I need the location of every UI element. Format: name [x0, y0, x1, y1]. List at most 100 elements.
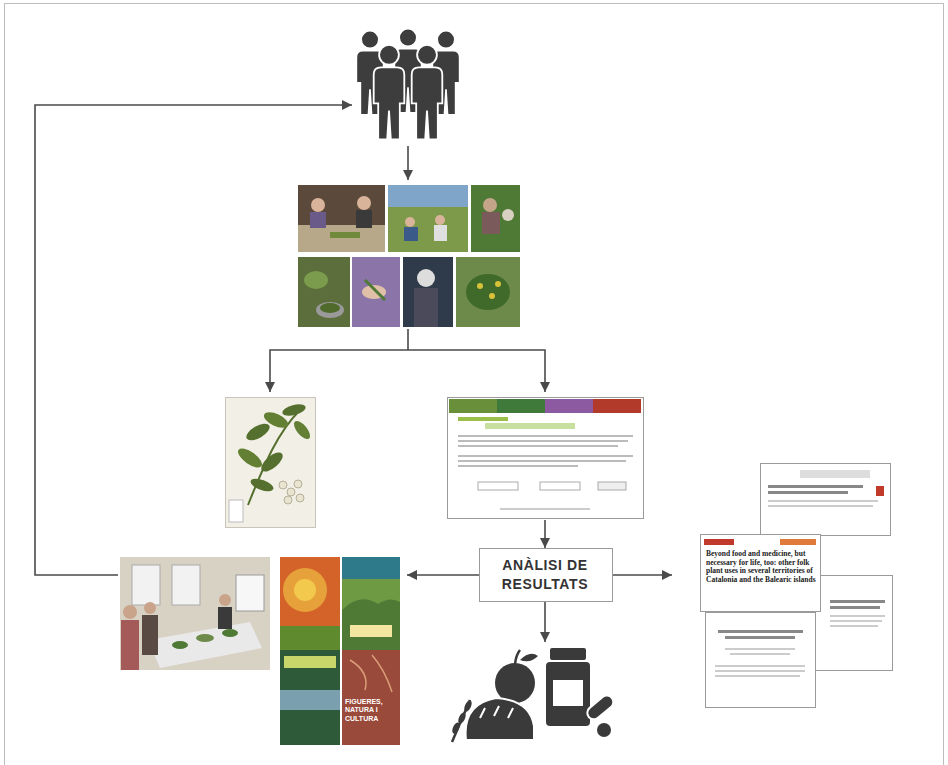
- database-website: [448, 398, 644, 519]
- paper-thumbnails: [830, 606, 880, 609]
- paper-thumbnails: [718, 630, 803, 633]
- paper-thumbnails: [701, 464, 893, 708]
- paper-thumbnails: [768, 485, 863, 488]
- workshop-photo: [148, 622, 262, 668]
- fieldwork-photos: [357, 196, 371, 210]
- paper-thumbnails: [768, 505, 873, 507]
- fieldwork-photos: [352, 257, 400, 327]
- database-website: [448, 398, 644, 519]
- herbarium-sheet: [226, 398, 316, 528]
- paper-thumbnails: [780, 539, 816, 545]
- fieldwork-photos: [483, 198, 497, 212]
- paper-thumbnails: [830, 620, 882, 622]
- fieldwork-photos: [298, 185, 385, 252]
- fieldwork-photos: [316, 302, 344, 318]
- database-website: [458, 435, 633, 467]
- book-covers: [280, 650, 340, 745]
- book-title: FIGUERES, NATURA I CULTURA: [345, 698, 398, 723]
- paper-thumbnails: [715, 670, 805, 672]
- database-website: [458, 460, 626, 462]
- database-website: [598, 482, 626, 490]
- paper-thumbnails: [768, 500, 878, 502]
- fieldwork-photos: [365, 280, 385, 300]
- workshop-photo: [120, 557, 270, 670]
- workshop-photo: [172, 641, 188, 649]
- database-website: [540, 482, 580, 490]
- book-covers: [294, 579, 316, 601]
- paper-thumbnails: [730, 653, 790, 655]
- herbarium-sheet: [235, 445, 265, 471]
- workshop-photo: [196, 634, 214, 642]
- box-label: ANÀLISI DE RESULTATS: [488, 556, 602, 594]
- fieldwork-photos: [298, 185, 520, 327]
- fieldwork-photos: [482, 212, 500, 234]
- flow-arrows: [35, 105, 352, 575]
- fieldwork-photos: [414, 288, 438, 327]
- process-box: ANÀLISI DE RESULTATS: [479, 548, 613, 602]
- fieldwork-photos: [495, 281, 501, 287]
- book-covers: [342, 557, 400, 650]
- herbarium-sheet: [279, 481, 287, 489]
- workshop-photo: [236, 575, 264, 611]
- fieldwork-photos: [388, 185, 468, 207]
- paper-thumbnails: [800, 470, 870, 478]
- database-website: [478, 482, 518, 490]
- herbarium-sheet: [287, 488, 295, 496]
- herbarium-sheet: [249, 476, 275, 494]
- flow-arrows: [270, 350, 408, 392]
- flow-arrow: [407, 574, 479, 576]
- fieldwork-photos: [304, 271, 328, 289]
- paper-thumbnails: [701, 535, 821, 612]
- fieldwork-photos: [298, 225, 385, 252]
- food-medicine-icon: [550, 648, 586, 660]
- fieldwork-photos: [456, 257, 520, 327]
- database-website: [485, 423, 575, 429]
- workshop-photo: [142, 615, 158, 655]
- database-website: [500, 508, 590, 510]
- food-medicine-icon: [585, 693, 616, 722]
- book-covers: [342, 557, 400, 579]
- database-website: [458, 465, 578, 467]
- fieldwork-photos: [403, 257, 453, 327]
- flow-arrow: [613, 574, 672, 576]
- paper-thumbnails: [706, 613, 816, 708]
- paper-thumbnails: [876, 486, 884, 496]
- book-covers: [350, 625, 392, 637]
- herbarium-sheet: [226, 398, 316, 528]
- paper-thumbnails: [809, 576, 893, 671]
- workshop-photo: [120, 557, 270, 670]
- book-covers: [342, 599, 400, 650]
- herbarium-sheet: [296, 494, 304, 502]
- fieldwork-photos: [330, 232, 360, 238]
- book-covers: [350, 655, 392, 692]
- paper-thumbnails: [830, 600, 885, 603]
- fieldwork-photos: [417, 269, 435, 287]
- paper-thumbnails: [830, 615, 885, 617]
- book-covers: [280, 626, 340, 650]
- fieldwork-photos: [471, 185, 520, 252]
- herbarium-sheet: [294, 480, 302, 488]
- herbarium-sheet: [291, 418, 313, 441]
- flow-arrows: [408, 350, 545, 392]
- paper-thumbnails: [704, 539, 734, 545]
- food-medicine-icon: [495, 663, 535, 703]
- book-covers: [280, 557, 400, 745]
- fieldwork-photos: [298, 257, 350, 327]
- food-medicine-icon: [466, 698, 534, 740]
- fieldwork-photos: [435, 215, 445, 225]
- people-icon: [412, 45, 443, 140]
- flow-arrow: [544, 520, 546, 548]
- book-covers: [283, 568, 327, 612]
- people-icon: [356, 29, 459, 140]
- herbarium-sheet: [244, 420, 273, 443]
- flow-arrows: [407, 329, 409, 350]
- fieldwork-photos: [320, 303, 340, 313]
- food-medicine-icon: [451, 721, 462, 734]
- database-website: [593, 399, 641, 413]
- paper-thumbnails: [715, 665, 805, 667]
- paper-thumbnails: [715, 675, 800, 677]
- workshop-photo: [121, 620, 139, 670]
- herbarium-sheet: [281, 402, 307, 418]
